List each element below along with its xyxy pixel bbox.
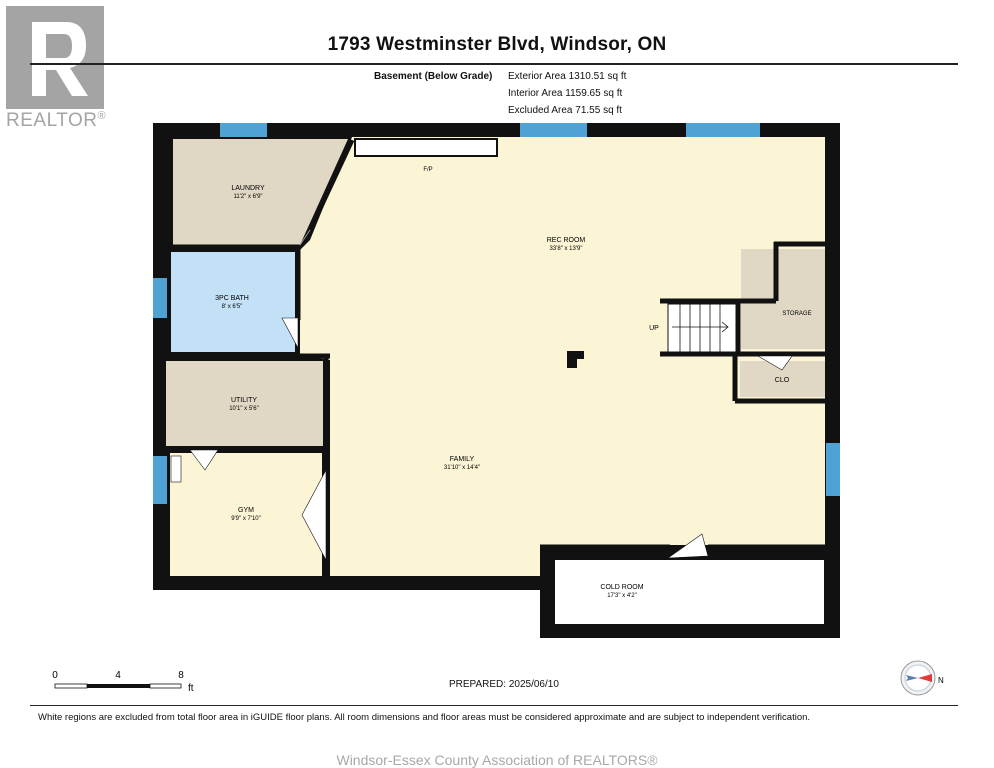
fireplace-label: F/P: [423, 167, 432, 173]
bath-dims: 8' x 6'5": [222, 304, 243, 310]
storage-name: STORAGE: [782, 311, 811, 317]
page-title: 1793 Westminster Blvd, Windsor, ON: [327, 34, 667, 55]
utility-floor: [166, 361, 323, 446]
laundry-dims: 11'2" x 6'9": [233, 194, 262, 200]
rec-room-dims: 33'8" x 13'9": [550, 246, 583, 252]
laundry-floor: [173, 139, 348, 245]
family-dims: 31'10" x 14'4": [444, 465, 480, 471]
laundry-name: LAUNDRY: [231, 185, 265, 192]
utility-name: UTILITY: [231, 397, 257, 404]
scale-unit: ft: [188, 683, 194, 694]
gym-name: GYM: [238, 507, 254, 514]
rec-family-floor: [300, 137, 825, 576]
realtor-wordmark: REALTOR®: [6, 110, 106, 132]
prepared-date: PREPARED: 2025/06/10: [449, 679, 559, 690]
compass-north-label: N: [938, 676, 944, 685]
bath-floor: [171, 252, 295, 352]
cold-room-name: COLD ROOM: [600, 584, 643, 591]
gym-floor: [170, 453, 322, 576]
cold-room-dims: 17'3" x 4'2": [607, 593, 637, 599]
scale-tick-0: 0: [52, 670, 58, 681]
scale-tick-8: 8: [178, 670, 184, 681]
stairs-label: UP: [649, 325, 659, 332]
cold-room-floor: [555, 560, 824, 624]
interior-area: Interior Area 1159.65 sq ft: [508, 88, 623, 99]
header-divider: [30, 63, 958, 65]
laundry-door: [299, 229, 311, 246]
stairs: [667, 303, 737, 353]
watermark: Windsor-Essex County Association of REAL…: [336, 752, 658, 768]
realtor-wordmark-text: REALTOR: [6, 110, 98, 131]
rec-room-name: REC ROOM: [547, 237, 586, 244]
scale-tick-4: 4: [115, 670, 121, 681]
support-column: [567, 351, 577, 368]
registered-mark: ®: [97, 110, 107, 122]
closet-name: CLO: [775, 377, 790, 384]
utility-dims: 10'1" x 5'6": [229, 406, 259, 412]
level-label: Basement (Below Grade): [374, 71, 493, 82]
scale-bar: 0 4 8 ft: [52, 670, 194, 694]
windows: [153, 123, 840, 504]
doors: [170, 317, 793, 561]
fireplace: [354, 138, 498, 157]
interior-walls: [160, 241, 828, 550]
family-name: FAMILY: [450, 456, 475, 463]
laundry-angled-wall: [307, 138, 355, 232]
disclaimer: White regions are excluded from total fl…: [38, 712, 811, 723]
gym-dims: 9'9" x 7'10": [231, 516, 261, 522]
excluded-area: Excluded Area 71.55 sq ft: [508, 105, 622, 116]
support-column-cap: [567, 351, 584, 359]
footer-divider: [30, 705, 958, 706]
compass-icon: N: [900, 660, 944, 696]
bath-name: 3PC BATH: [215, 295, 249, 302]
realtor-r-icon: [32, 22, 88, 96]
exterior-area: Exterior Area 1310.51 sq ft: [508, 71, 627, 82]
